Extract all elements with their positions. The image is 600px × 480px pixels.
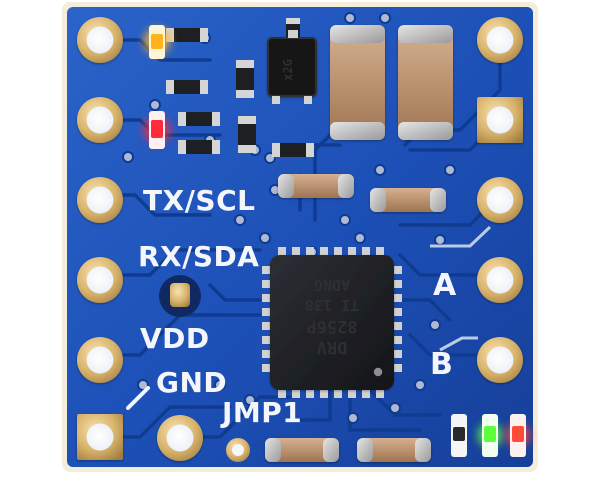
small-ic: x2G — [267, 30, 317, 104]
jumper-area — [159, 275, 250, 462]
left-pad-3 — [77, 177, 123, 223]
gnd-silk-mark — [126, 386, 150, 410]
main-ic: DRV 8256P TI 138 ADNG — [262, 247, 402, 398]
left-pad-4 — [77, 257, 123, 303]
small-ic-marking: x2G — [281, 59, 295, 81]
left-pad-2 — [77, 97, 123, 143]
small-capacitors — [265, 174, 446, 462]
label-vdd: VDD — [140, 322, 210, 355]
large-capacitors — [330, 25, 453, 140]
chip-line-3: TI 138 — [305, 296, 359, 314]
led-top-left-1 — [144, 25, 170, 59]
bottom-left-pad-2 — [157, 415, 203, 461]
label-b: B — [430, 347, 453, 382]
right-pad-1 — [477, 17, 523, 63]
right-square-pad — [477, 97, 523, 143]
chip-line-1: DRV — [317, 337, 348, 357]
led-top-left-2 — [144, 111, 170, 149]
main-ic-markings: DRV 8256P TI 138 ADNG — [305, 276, 359, 357]
bottom-right-leds — [451, 414, 530, 457]
silkscreen-labels: TX/SCL RX/SDA VDD GND JMP1 A B — [126, 184, 492, 429]
top-left-leds — [144, 25, 170, 149]
left-square-pad — [77, 414, 123, 460]
b-silk-trace — [439, 336, 478, 352]
right-pad-4 — [477, 257, 523, 303]
label-rx-sda: RX/SDA — [138, 240, 259, 273]
left-pad-5 — [77, 337, 123, 383]
led-bottom-1 — [451, 414, 467, 457]
led-bottom-2 — [478, 414, 502, 457]
left-header-pads — [77, 17, 203, 461]
right-pad-5 — [477, 337, 523, 383]
left-pad-1 — [77, 17, 123, 63]
right-pad-3 — [477, 177, 523, 223]
smd-resistors — [166, 18, 314, 157]
led-bottom-3 — [506, 414, 530, 457]
chip-line-4: ADNG — [314, 276, 350, 294]
right-header-pads — [477, 17, 523, 383]
label-tx-scl: TX/SCL — [143, 184, 255, 217]
label-a: A — [433, 268, 457, 303]
label-gnd: GND — [156, 366, 227, 399]
label-jmp1: JMP1 — [220, 396, 302, 429]
chip-line-2: 8256P — [306, 316, 357, 336]
a-silk-trace — [430, 225, 492, 248]
